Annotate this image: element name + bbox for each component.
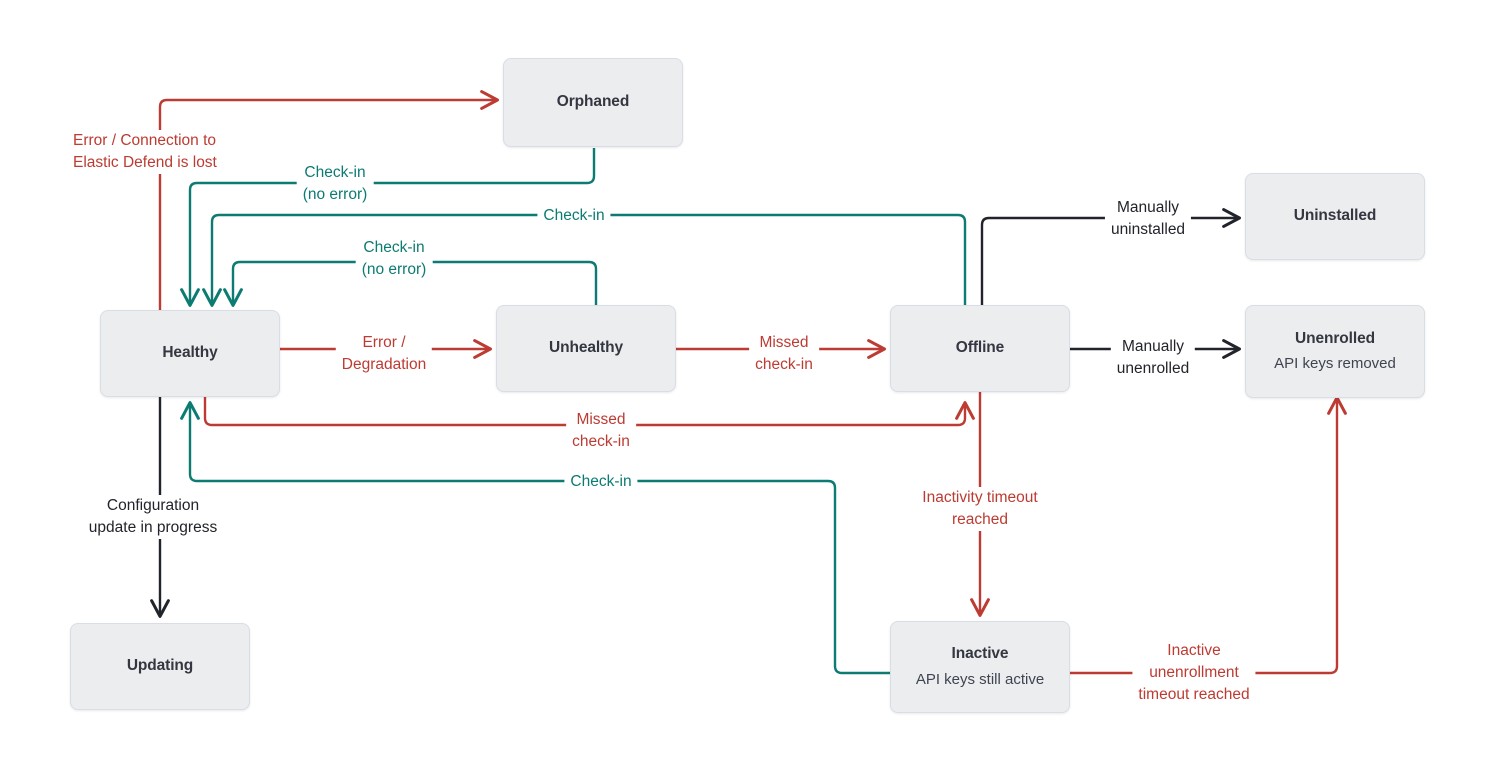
edge-label-orphaned-to-healthy: Check-in (no error): [296, 162, 374, 206]
edge-offline-to-uninstalled: [980, 208, 1241, 305]
edge-orphaned-to-healthy: [180, 148, 596, 307]
edge-label-healthy-to-orphaned: Error / Connection to Elastic Defend is …: [67, 130, 223, 174]
edge-label-healthy-to-unhealthy: Error / Degradation: [335, 332, 433, 376]
node-title: Updating: [126, 657, 194, 675]
node-updating[interactable]: Updating: [70, 623, 250, 710]
edge-offline-to-healthy: [202, 213, 967, 307]
edge-healthy-to-orphaned: [158, 90, 499, 310]
node-uninstalled[interactable]: Uninstalled: [1245, 173, 1425, 260]
node-title: Healthy: [162, 344, 218, 362]
node-orphaned[interactable]: Orphaned: [503, 58, 683, 147]
edge-label-healthy-to-offline: Missed check-in: [566, 409, 636, 453]
node-inactive[interactable]: Inactive API keys still active: [890, 621, 1070, 713]
edge-label-offline-to-inactive: Inactivity timeout reached: [916, 487, 1044, 531]
edge-label-offline-to-unenrolled: Manually unenrolled: [1110, 336, 1196, 380]
edge-label-unhealthy-to-healthy: Check-in (no error): [355, 237, 433, 281]
edge-inactive-to-unenrolled: [1070, 396, 1347, 675]
node-title: Unhealthy: [548, 339, 624, 357]
node-subtitle: API keys removed: [1274, 355, 1396, 373]
node-subtitle: API keys still active: [915, 670, 1045, 688]
node-title: Unenrolled: [1295, 329, 1375, 347]
edge-label-offline-to-uninstalled: Manually uninstalled: [1104, 197, 1192, 241]
edge-label-inactive-to-unenrolled: Inactive unenrollment timeout reached: [1132, 640, 1256, 706]
edge-label-offline-to-healthy: Check-in: [537, 205, 611, 227]
node-unhealthy[interactable]: Unhealthy: [496, 305, 676, 392]
node-title: Orphaned: [556, 93, 630, 111]
edge-label-healthy-to-updating: Configuration update in progress: [82, 495, 224, 539]
node-title: Inactive: [951, 645, 1009, 663]
edge-label-unhealthy-to-offline: Missed check-in: [749, 332, 819, 376]
node-unenrolled[interactable]: Unenrolled API keys removed: [1245, 305, 1425, 398]
edge-inactive-to-healthy: [180, 401, 890, 675]
node-title: Uninstalled: [1293, 207, 1377, 225]
edge-label-inactive-to-healthy: Check-in: [564, 471, 638, 493]
node-offline[interactable]: Offline: [890, 305, 1070, 392]
node-title: Offline: [955, 339, 1005, 357]
node-healthy[interactable]: Healthy: [100, 310, 280, 397]
